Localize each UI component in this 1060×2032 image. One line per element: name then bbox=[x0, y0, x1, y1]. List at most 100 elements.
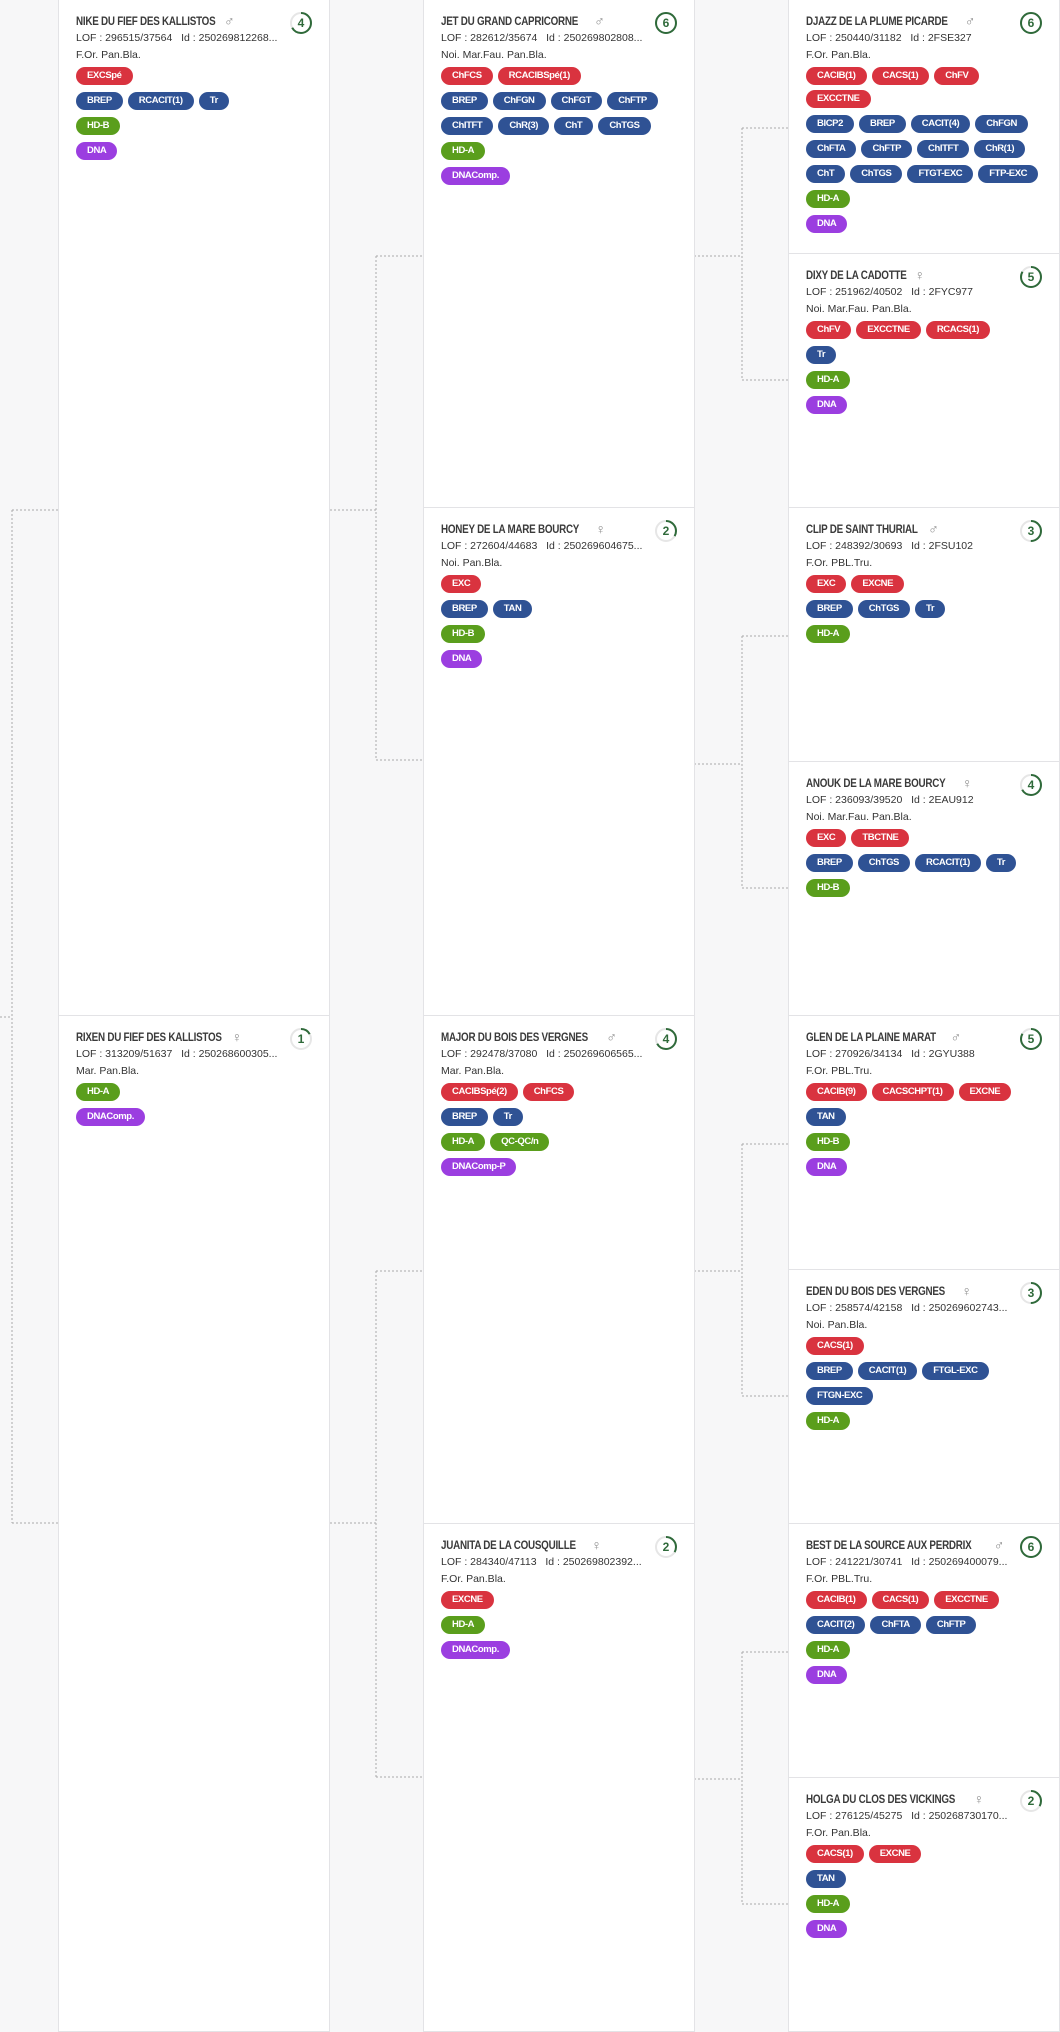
dog-name[interactable]: HONEY DE LA MARE BOURCY bbox=[441, 522, 580, 536]
title-badge[interactable]: ChTGS bbox=[857, 854, 910, 872]
title-badge[interactable]: DNAComp. bbox=[441, 1641, 510, 1659]
title-badge[interactable]: TBCTNE bbox=[851, 829, 910, 847]
title-badge[interactable]: ChTGS bbox=[857, 600, 910, 618]
title-badge[interactable]: BREP bbox=[441, 1108, 488, 1126]
title-badge[interactable]: EXC bbox=[806, 829, 847, 847]
title-badge[interactable]: QC-QC/n bbox=[490, 1133, 550, 1151]
title-badge[interactable]: HD-B bbox=[76, 117, 121, 135]
title-badge[interactable]: ChR(1) bbox=[974, 140, 1026, 158]
title-badge[interactable]: FTGN-EXC bbox=[806, 1387, 874, 1405]
title-badge[interactable]: ChFGN bbox=[492, 92, 546, 110]
title-badge[interactable]: HD-A bbox=[441, 142, 486, 160]
title-badge[interactable]: RCACIT(1) bbox=[127, 92, 194, 110]
title-badge[interactable]: ChT bbox=[806, 165, 846, 183]
title-badge[interactable]: DNAComp. bbox=[76, 1108, 145, 1126]
title-badge[interactable]: TAN bbox=[806, 1870, 846, 1888]
title-badge[interactable]: HD-A bbox=[806, 371, 851, 389]
title-badge[interactable]: RCACS(1) bbox=[925, 321, 991, 339]
title-badge[interactable]: EXCSpé bbox=[76, 67, 133, 85]
dog-name[interactable]: BEST DE LA SOURCE AUX PERDRIX bbox=[806, 1538, 972, 1552]
title-badge[interactable]: FTGL-EXC bbox=[922, 1362, 989, 1380]
dog-name[interactable]: ANOUK DE LA MARE BOURCY bbox=[806, 776, 946, 790]
title-badge[interactable]: BREP bbox=[441, 600, 488, 618]
dog-name[interactable]: MAJOR DU BOIS DES VERGNES bbox=[441, 1030, 588, 1044]
dog-name[interactable]: RIXEN DU FIEF DES KALLISTOS bbox=[76, 1030, 222, 1044]
title-badge[interactable]: CACIT(1) bbox=[857, 1362, 918, 1380]
dog-name[interactable]: JUANITA DE LA COUSQUILLE bbox=[441, 1538, 576, 1552]
title-badge[interactable]: CACIB(1) bbox=[806, 67, 867, 85]
title-badge[interactable]: DNA bbox=[806, 1666, 848, 1684]
title-badge[interactable]: ChITFT bbox=[917, 140, 970, 158]
dog-name[interactable]: DIXY DE LA CADOTTE bbox=[806, 268, 907, 282]
title-badge[interactable]: CACIB(1) bbox=[806, 1591, 867, 1609]
title-badge[interactable]: ChITFT bbox=[441, 117, 494, 135]
title-badge[interactable]: EXC bbox=[806, 575, 847, 593]
title-badge[interactable]: DNA bbox=[806, 1158, 848, 1176]
dog-name[interactable]: EDEN DU BOIS DES VERGNES bbox=[806, 1284, 946, 1298]
dog-name[interactable]: NIKE DU FIEF DES KALLISTOS bbox=[76, 14, 216, 28]
title-badge[interactable]: ChFGN bbox=[975, 115, 1028, 133]
dog-name[interactable]: DJAZZ DE LA PLUME PICARDE bbox=[806, 14, 948, 28]
title-badge[interactable]: CACIB(9) bbox=[806, 1083, 867, 1101]
title-badge[interactable]: DNA bbox=[806, 396, 848, 414]
title-badge[interactable]: ChFTP bbox=[861, 140, 913, 158]
title-badge[interactable]: ChFV bbox=[806, 321, 852, 339]
title-badge[interactable]: BREP bbox=[806, 600, 853, 618]
title-badge[interactable]: BREP bbox=[806, 854, 853, 872]
title-badge[interactable]: ChFGT bbox=[550, 92, 603, 110]
title-badge[interactable]: EXCNE bbox=[868, 1845, 922, 1863]
title-badge[interactable]: EXCNE bbox=[851, 575, 905, 593]
title-badge[interactable]: HD-B bbox=[806, 1133, 851, 1151]
title-badge[interactable]: TAN bbox=[492, 600, 533, 618]
title-badge[interactable]: RCACIBSpé(1) bbox=[497, 67, 581, 85]
title-badge[interactable]: Tr bbox=[198, 92, 229, 110]
title-badge[interactable]: HD-A bbox=[806, 1412, 851, 1430]
title-badge[interactable]: EXCCTNE bbox=[934, 1591, 999, 1609]
title-badge[interactable]: FTP-EXC bbox=[978, 165, 1039, 183]
title-badge[interactable]: CACS(1) bbox=[806, 1845, 864, 1863]
title-badge[interactable]: BREP bbox=[441, 92, 488, 110]
title-badge[interactable]: ChFCS bbox=[441, 67, 493, 85]
title-badge[interactable]: ChT bbox=[554, 117, 594, 135]
title-badge[interactable]: Tr bbox=[806, 346, 837, 364]
title-badge[interactable]: ChR(3) bbox=[498, 117, 550, 135]
title-badge[interactable]: ChFTA bbox=[870, 1616, 921, 1634]
title-badge[interactable]: BREP bbox=[76, 92, 123, 110]
title-badge[interactable]: BREP bbox=[806, 1362, 853, 1380]
title-badge[interactable]: DNA bbox=[806, 215, 848, 233]
title-badge[interactable]: CACS(1) bbox=[806, 1337, 864, 1355]
title-badge[interactable]: ChTGS bbox=[598, 117, 651, 135]
title-badge[interactable]: Tr bbox=[915, 600, 946, 618]
title-badge[interactable]: EXCNE bbox=[958, 1083, 1012, 1101]
dog-name[interactable]: CLIP DE SAINT THURIAL bbox=[806, 522, 918, 536]
title-badge[interactable]: EXCCTNE bbox=[856, 321, 921, 339]
title-badge[interactable]: EXC bbox=[441, 575, 482, 593]
title-badge[interactable]: FTGT-EXC bbox=[907, 165, 974, 183]
title-badge[interactable]: CACIT(4) bbox=[910, 115, 971, 133]
title-badge[interactable]: HD-A bbox=[806, 625, 851, 643]
title-badge[interactable]: CACIT(2) bbox=[806, 1616, 866, 1634]
title-badge[interactable]: HD-A bbox=[806, 1895, 851, 1913]
title-badge[interactable]: ChFTP bbox=[607, 92, 658, 110]
title-badge[interactable]: DNA bbox=[806, 1920, 848, 1938]
title-badge[interactable]: DNA bbox=[441, 650, 483, 668]
title-badge[interactable]: ChTGS bbox=[850, 165, 903, 183]
dog-name[interactable]: GLEN DE LA PLAINE MARAT bbox=[806, 1030, 936, 1044]
title-badge[interactable]: HD-A bbox=[76, 1083, 121, 1101]
title-badge[interactable]: EXCCTNE bbox=[806, 90, 871, 108]
title-badge[interactable]: ChFCS bbox=[522, 1083, 575, 1101]
title-badge[interactable]: HD-A bbox=[441, 1133, 486, 1151]
title-badge[interactable]: CACIBSpé(2) bbox=[441, 1083, 518, 1101]
